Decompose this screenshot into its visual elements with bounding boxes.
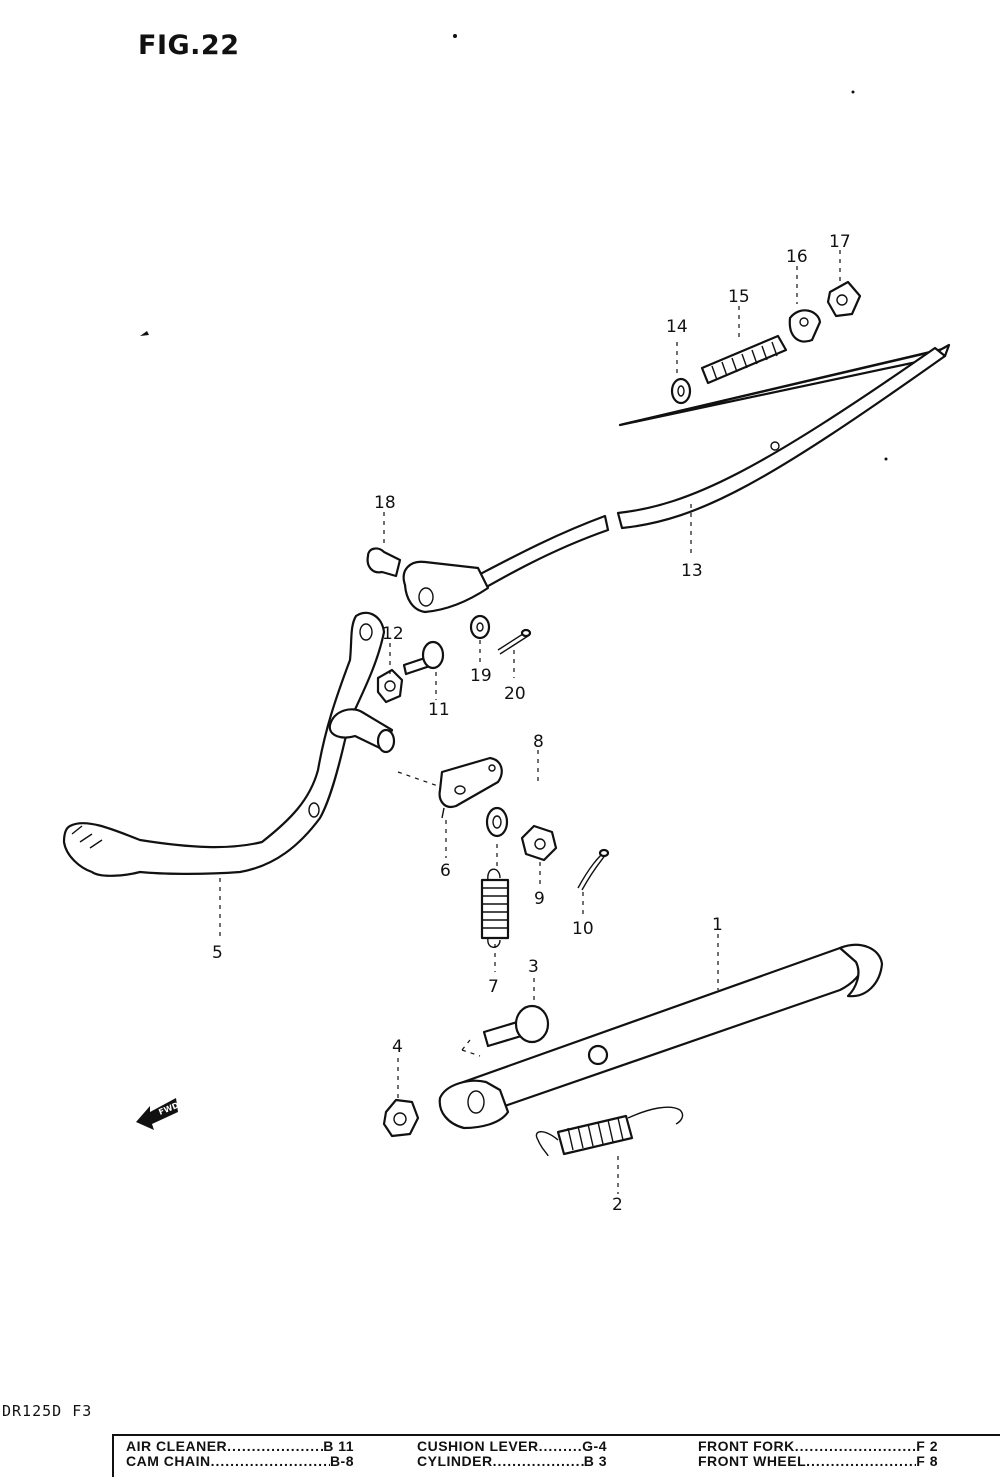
index-table: AIR CLEANER.............................… <box>112 1434 1000 1477</box>
parts-diagram: FWD 14 15 16 17 18 13 12 11 19 20 8 6 9 … <box>62 34 951 1215</box>
part-washer <box>485 806 509 838</box>
index-entry-leader: ........................................… <box>806 1454 917 1469</box>
index-entry-name: FRONT WHEEL <box>698 1453 807 1469</box>
part-13-brake-rod <box>402 343 951 614</box>
callout-3: 3 <box>528 957 539 977</box>
speck <box>453 34 457 38</box>
callout-2: 2 <box>612 1195 623 1215</box>
index-entry: CYLINDER................................… <box>417 1454 607 1469</box>
callout-4: 4 <box>392 1037 403 1057</box>
index-entry-ref: B 3 <box>583 1453 607 1469</box>
index-entry: CAM CHAIN...............................… <box>126 1454 354 1469</box>
part-19-washer <box>469 614 491 640</box>
callout-6: 6 <box>440 861 451 881</box>
index-column-3: FRONT FORK..............................… <box>698 1439 938 1469</box>
index-entry-name: CUSHION LEVER <box>417 1438 539 1454</box>
index-entry-name: FRONT FORK <box>698 1438 795 1454</box>
callout-15: 15 <box>728 287 750 307</box>
index-column-2: CUSHION LEVER...........................… <box>417 1439 607 1469</box>
index-entry-ref: G-4 <box>582 1438 607 1454</box>
index-column-1: AIR CLEANER.............................… <box>126 1439 354 1469</box>
index-entry-leader: ........................................… <box>210 1454 330 1469</box>
part-14-washer <box>670 377 692 405</box>
part-4-nut <box>382 1098 420 1138</box>
part-1-side-stand <box>438 943 884 1130</box>
callout-8: 8 <box>533 732 544 752</box>
leader-line <box>461 1039 481 1057</box>
index-entry-leader: ........................................… <box>227 1439 323 1454</box>
part-6-stopper-plate <box>438 756 503 819</box>
callout-10: 10 <box>572 919 594 939</box>
callout-17: 17 <box>829 232 851 252</box>
part-20-cotter-pin <box>497 628 532 655</box>
index-entry-name: AIR CLEANER <box>126 1438 228 1454</box>
index-entry-leader: ........................................… <box>492 1454 584 1469</box>
index-entry-name: CYLINDER <box>417 1453 493 1469</box>
index-entry-ref: F 2 <box>916 1438 938 1454</box>
index-entry: AIR CLEANER.............................… <box>126 1439 354 1454</box>
callout-16: 16 <box>786 247 808 267</box>
index-entry: CUSHION LEVER...........................… <box>417 1439 607 1454</box>
index-entry-ref: B-8 <box>329 1453 354 1469</box>
part-12-nut <box>376 668 404 704</box>
speck <box>140 331 149 336</box>
index-entry: FRONT WHEEL.............................… <box>698 1454 938 1469</box>
part-11-bolt <box>402 640 445 676</box>
callout-13: 13 <box>681 561 703 581</box>
speck <box>851 90 855 94</box>
callout-5: 5 <box>212 943 223 963</box>
index-entry: FRONT FORK..............................… <box>698 1439 938 1454</box>
fwd-arrow-icon: FWD <box>136 1098 180 1130</box>
part-9-nut <box>520 824 558 862</box>
index-entry-leader: ........................................… <box>794 1439 917 1454</box>
callout-12: 12 <box>382 624 404 644</box>
part-15-spring <box>700 334 788 385</box>
part-2-spring <box>535 1106 684 1157</box>
callout-9: 9 <box>534 889 545 909</box>
callout-11: 11 <box>428 700 450 720</box>
part-10-cotter-pin <box>577 848 610 891</box>
callout-18: 18 <box>374 493 396 513</box>
part-5-brake-pedal <box>62 611 396 877</box>
callout-1: 1 <box>712 915 723 935</box>
index-entry-ref: B 11 <box>323 1438 354 1454</box>
speck <box>884 457 888 461</box>
index-entry-ref: F 8 <box>916 1453 938 1469</box>
figure-title: FIG.22 <box>138 30 240 61</box>
index-entry-leader: ........................................… <box>538 1439 583 1454</box>
part-3-bolt <box>482 1004 550 1048</box>
part-17-adjust-nut <box>826 280 862 318</box>
part-7-spring <box>480 868 510 948</box>
index-entry-name: CAM CHAIN <box>126 1453 211 1469</box>
model-code: DR125D F3 <box>2 1402 93 1420</box>
callout-14: 14 <box>666 317 688 337</box>
callout-19: 19 <box>470 666 492 686</box>
callout-20: 20 <box>504 684 526 704</box>
part-16-joint <box>788 309 822 343</box>
part-18-pin <box>366 547 402 578</box>
callout-7: 7 <box>488 977 499 997</box>
leader-line <box>397 771 439 787</box>
